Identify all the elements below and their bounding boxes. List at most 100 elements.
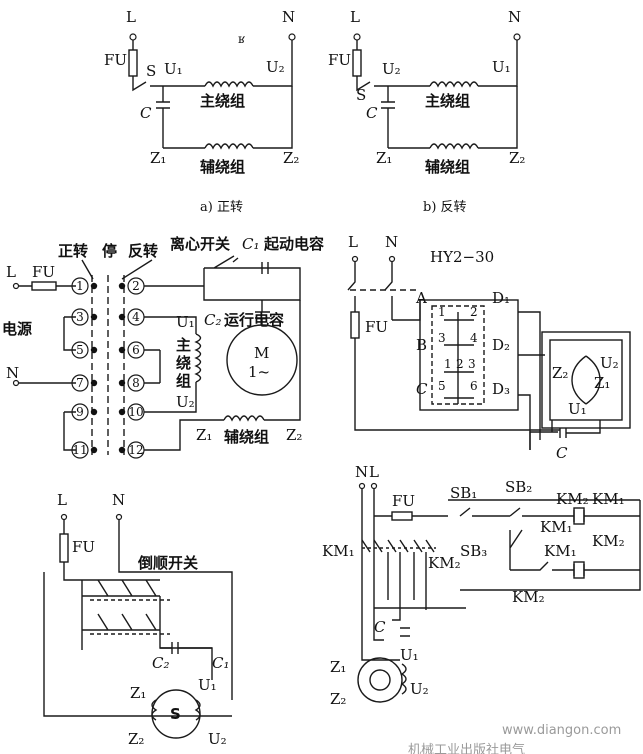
cross-link <box>144 349 161 384</box>
terminal-N <box>12 379 20 387</box>
run-capacitor <box>255 300 270 326</box>
start-branch-wires <box>144 255 301 301</box>
contact-dot <box>90 313 98 321</box>
wire-L-switch <box>356 40 371 92</box>
label-motor: M <box>254 344 269 362</box>
capacitor-C <box>381 86 395 148</box>
label-FU: FU <box>365 318 388 336</box>
label-L: L <box>369 463 379 481</box>
fuse <box>59 533 69 563</box>
terminal-number: 8 <box>132 376 140 390</box>
label-S: S <box>146 62 156 80</box>
terminal-L <box>370 482 378 490</box>
label-centrifugal-switch: 离心开关 <box>170 235 230 253</box>
label-N: N <box>355 463 368 481</box>
terminal-number: 1 <box>76 279 84 293</box>
contact-number: 3 <box>438 331 446 345</box>
centrifugal-switch-tip <box>232 257 239 263</box>
label-reverse: 反转 <box>128 242 158 260</box>
switch-dashed-lines <box>91 275 125 455</box>
terminal-L <box>353 33 361 41</box>
switch-contacts <box>81 579 212 650</box>
power-wires <box>361 552 427 661</box>
label-KM2-c: KM₂ <box>512 588 545 606</box>
label-Z1: Z₁ <box>376 149 392 167</box>
label-FU: FU <box>328 51 351 69</box>
label-L: L <box>350 8 360 26</box>
label-Z1: Z₁ <box>196 426 212 444</box>
terminal-number: 2 <box>132 279 140 293</box>
label-N: N <box>385 233 398 251</box>
contact-dot <box>90 346 98 354</box>
label-run-cap: 运行电容 <box>224 311 284 329</box>
wire-L-switch <box>132 40 147 92</box>
terminal-number: 6 <box>132 343 140 357</box>
capacitor-C <box>160 642 213 680</box>
terminal-N <box>513 33 521 41</box>
label-stop: 停 <box>102 242 117 260</box>
label-aux-winding: 辅绕组 <box>224 428 269 446</box>
terminal-number: 10 <box>128 405 143 419</box>
label-C: C <box>140 104 152 122</box>
label-Z1: Z₁ <box>150 149 166 167</box>
label-motor-S: S <box>170 705 181 723</box>
fuse <box>128 49 138 77</box>
label-main-winding: 主绕组 <box>425 92 470 110</box>
terminal-L <box>129 33 137 41</box>
terminal-number: 12 <box>128 443 143 457</box>
label-aux-winding: 辅绕组 <box>200 158 245 176</box>
caption-reverse: b) 反转 <box>423 200 467 215</box>
label-Z1: Z₁ <box>130 684 146 702</box>
terminal-N <box>388 255 396 263</box>
contact-number: 6 <box>470 379 478 393</box>
label-KM1-b: KM₁ <box>540 518 573 536</box>
label-Z2: Z₂ <box>283 149 299 167</box>
label-N: N <box>6 364 19 382</box>
fuse <box>31 281 57 291</box>
contact-dot <box>118 346 126 354</box>
label-U1: U₁ <box>198 676 217 694</box>
fuse <box>352 49 362 77</box>
label-L: L <box>6 263 16 281</box>
label-KM1-a: KM₁ <box>592 490 625 508</box>
label-Z2: Z₂ <box>286 426 302 444</box>
wire-aux-N <box>478 86 518 149</box>
label-C1: C₁ <box>212 654 230 672</box>
label-C1: C₁ <box>242 235 260 253</box>
motor-circle <box>357 657 403 703</box>
label-C: C <box>416 380 428 398</box>
aux-winding-coil <box>204 143 254 150</box>
label-L: L <box>348 233 358 251</box>
contact-number: 2 <box>470 305 478 319</box>
terminal-number: 11 <box>72 443 87 457</box>
contact-dot <box>118 408 126 416</box>
label-B: B <box>416 336 427 354</box>
label-U2: U₂ <box>600 354 619 372</box>
contact-number: 5 <box>438 379 446 393</box>
terminal-N <box>288 33 296 41</box>
contact-number: 4 <box>470 331 478 345</box>
caption-forward: a) 正转 <box>200 200 243 215</box>
contact-number: 3 <box>468 357 476 371</box>
fuse <box>350 311 360 339</box>
label-D2: D₂ <box>492 336 510 354</box>
label-Z2: Z₂ <box>128 730 144 748</box>
label-Z1: Z₁ <box>594 374 610 392</box>
label-U1: U₁ <box>492 58 511 76</box>
motor-main-winding <box>400 663 407 695</box>
label-U1: U₁ <box>176 313 195 331</box>
label-U2: U₂ <box>410 680 429 698</box>
terminal-N <box>115 513 123 521</box>
capacitor-branch <box>529 420 601 450</box>
terminal-number: 3 <box>76 310 84 324</box>
label-KM1-main: KM₁ <box>322 542 355 560</box>
contact-dot <box>118 282 126 290</box>
label-U2: U₂ <box>208 730 227 748</box>
label-U2: U₂ <box>266 58 285 76</box>
label-L: L <box>126 8 136 26</box>
